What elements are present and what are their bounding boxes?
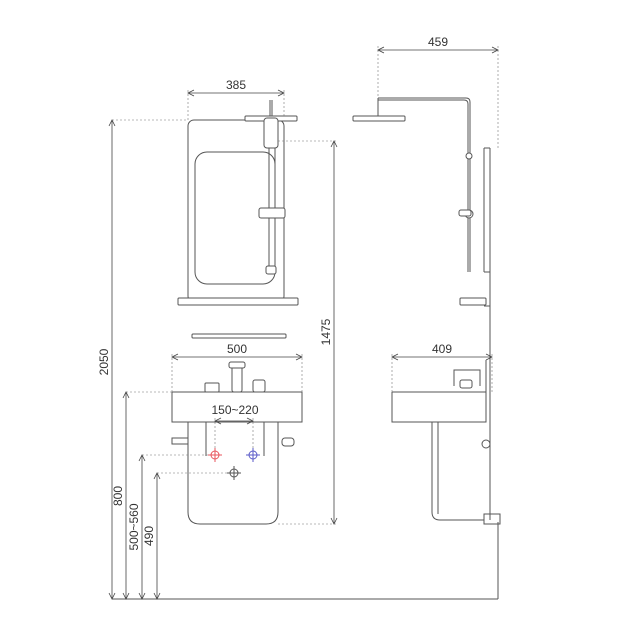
side-shower-arm (352, 97, 474, 272)
front-shower-panel (187, 100, 298, 303)
dim-label-800: 800 (111, 486, 125, 506)
drain-marker (227, 466, 241, 480)
side-basin (391, 360, 487, 423)
side-view (352, 97, 501, 525)
front-view (171, 100, 303, 525)
dim-label-385: 385 (226, 78, 246, 92)
dim-label-409: 409 (432, 342, 452, 356)
side-wall (483, 147, 491, 520)
dim-label-490: 490 (142, 526, 156, 546)
side-pedestal (431, 422, 501, 525)
side-shelf (459, 297, 487, 306)
front-basin (171, 361, 303, 447)
dim-label-150-220: 150~220 (211, 403, 258, 417)
hot-valve-marker (208, 448, 222, 462)
front-shelf (177, 297, 299, 339)
dimension-lines (108, 46, 499, 600)
dim-label-459: 459 (428, 35, 448, 49)
dim-label-1475: 1475 (319, 318, 333, 345)
dim-label-2050: 2050 (97, 348, 111, 375)
front-pedestal (187, 422, 279, 525)
dim-label-500: 500 (227, 342, 247, 356)
dim-label-500-560: 500~560 (127, 503, 141, 550)
cold-valve-marker (246, 448, 260, 462)
